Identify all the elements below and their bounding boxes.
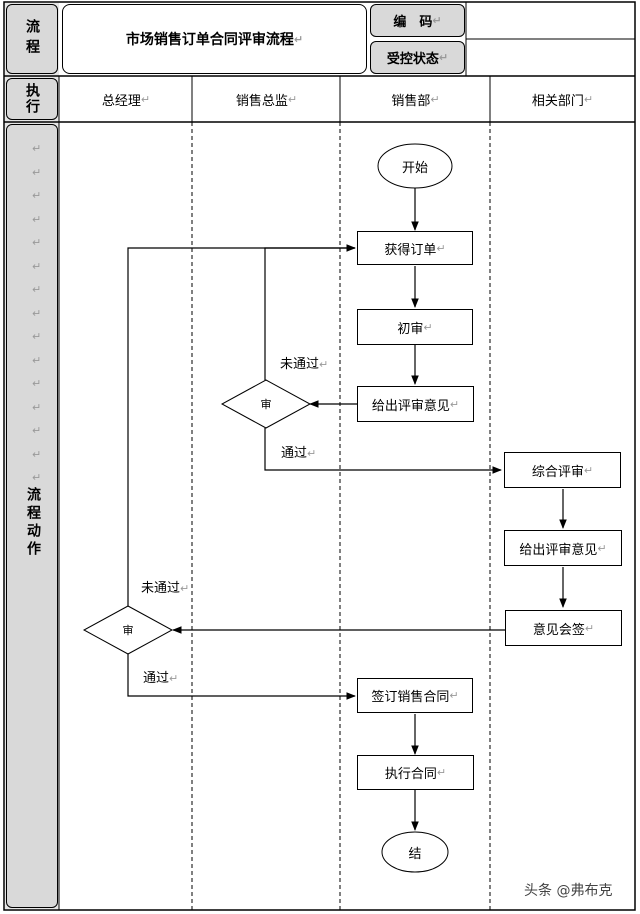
node-label: 审 bbox=[122, 624, 134, 637]
lane-header-general-manager: 总经理↵ bbox=[60, 78, 192, 120]
status-label: 受控状态 bbox=[386, 52, 439, 67]
code-label-cell: 编 码↵ bbox=[370, 4, 465, 37]
exec-label: 执行 bbox=[24, 83, 40, 115]
exec-label-cell: 执行 bbox=[6, 78, 58, 120]
return-mark-icon: ↵ bbox=[293, 32, 304, 46]
decision1-shape bbox=[220, 379, 312, 429]
edge-label-text: 未通过 bbox=[280, 357, 320, 372]
start-node-shape bbox=[377, 143, 453, 189]
lane-label: 总经理 bbox=[101, 93, 141, 109]
edge-label-text: 未通过 bbox=[141, 581, 181, 596]
node-label: 开始 bbox=[401, 160, 428, 176]
end-node: 结 bbox=[382, 832, 448, 872]
node-label: 签订销售合同 bbox=[371, 690, 450, 705]
edge-label-fail2: 未通过↵ bbox=[141, 581, 190, 596]
process-label-cell: 流程 bbox=[6, 4, 58, 74]
edge-label-text: 通过 bbox=[143, 671, 170, 686]
execute-contract-box: 执行合同↵ bbox=[357, 755, 474, 790]
countersign-box: 意见会签↵ bbox=[505, 610, 622, 646]
side-action-column: ↵↵↵↵↵↵↵↵↵↵↵↵↵↵↵ 流程动作 bbox=[6, 124, 58, 908]
node-label: 审 bbox=[260, 398, 272, 411]
status-label-cell: 受控状态↵ bbox=[370, 41, 465, 74]
node-label: 给出评审意见 bbox=[519, 542, 598, 558]
comprehensive-review-box: 综合评审↵ bbox=[504, 452, 621, 488]
lane-label: 销售总监 bbox=[235, 93, 288, 109]
lane-label: 销售部 bbox=[391, 93, 431, 109]
action-label-wrap: 流程动作 bbox=[7, 487, 59, 559]
code-label: 编 码 bbox=[393, 15, 433, 30]
title-cell: 市场销售订单合同评审流程↵ bbox=[62, 4, 367, 74]
return-mark-icon: ↵ bbox=[432, 14, 442, 27]
lane-header-sales-director: 销售总监↵ bbox=[193, 78, 340, 120]
lane-header-related-dept: 相关部门↵ bbox=[491, 78, 634, 120]
edge-label-fail1: 未通过↵ bbox=[280, 357, 329, 372]
start-node: 开始 bbox=[378, 144, 452, 188]
lane-label: 相关部门 bbox=[531, 93, 584, 109]
watermark-text: 头条 @弗布克 bbox=[524, 883, 613, 899]
node-label: 执行合同 bbox=[384, 767, 437, 782]
return-marks: ↵↵↵↵↵↵↵↵↵↵↵↵↵↵↵ bbox=[32, 142, 42, 484]
return-mark-icon: ↵ bbox=[438, 51, 449, 64]
node-label: 获得订单 bbox=[384, 242, 437, 258]
lane-header-sales-dept: 销售部↵ bbox=[341, 78, 490, 120]
give-opinion-dept-box: 给出评审意见↵ bbox=[504, 530, 622, 566]
decision1-node: 审 bbox=[244, 394, 288, 414]
node-label: 初审 bbox=[397, 321, 424, 337]
decision2-node: 审 bbox=[106, 620, 150, 640]
action-label: 流程动作 bbox=[25, 487, 41, 559]
node-label: 综合评审 bbox=[531, 464, 584, 480]
node-label: 意见会签 bbox=[532, 622, 585, 638]
node-label: 结 bbox=[408, 846, 422, 862]
page-title: 市场销售订单合同评审流程 bbox=[125, 32, 294, 48]
sign-contract-box: 签订销售合同↵ bbox=[357, 678, 473, 713]
get-order-box: 获得订单↵ bbox=[357, 231, 473, 265]
first-review-box: 初审↵ bbox=[357, 309, 473, 345]
node-label: 给出评审意见 bbox=[371, 398, 450, 414]
give-opinion-sales-box: 给出评审意见↵ bbox=[357, 386, 474, 422]
edge-label-pass1: 通过↵ bbox=[281, 446, 317, 461]
end-node-shape bbox=[381, 831, 449, 873]
edge-label-pass2: 通过↵ bbox=[143, 671, 179, 686]
watermark: 头条 @弗布克 bbox=[524, 880, 612, 900]
process-label: 流程 bbox=[24, 19, 40, 59]
decision2-shape bbox=[82, 605, 174, 655]
edge-label-text: 通过 bbox=[281, 446, 308, 461]
